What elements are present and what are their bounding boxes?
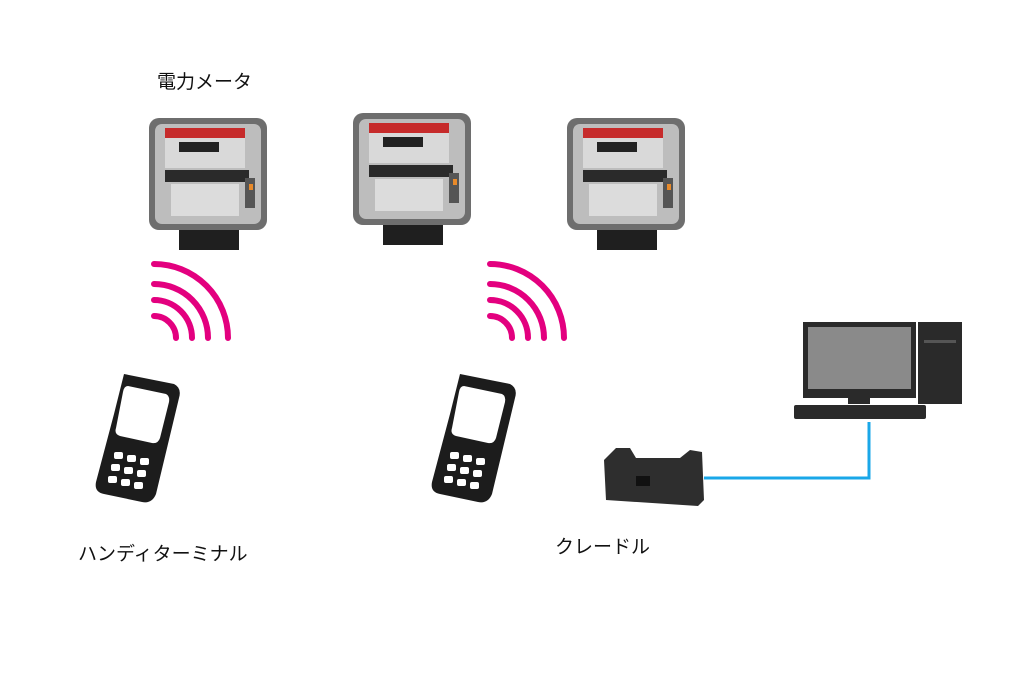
desktop-pc xyxy=(794,322,962,419)
handy-terminal-1 xyxy=(95,374,180,503)
power-meter-3 xyxy=(567,118,685,250)
power-meter-label: 電力メータ xyxy=(157,71,253,93)
handy-terminal-2 xyxy=(431,374,516,503)
cradle xyxy=(604,448,704,506)
power-meter-1 xyxy=(149,118,267,250)
handy-terminal-label: ハンディターミナル xyxy=(78,543,248,565)
wireless-signal-icon xyxy=(154,264,228,338)
power-meter-2 xyxy=(353,113,471,245)
cradle-label: クレードル xyxy=(555,536,651,558)
wireless-signal-icon xyxy=(490,264,564,338)
cable xyxy=(704,422,871,480)
